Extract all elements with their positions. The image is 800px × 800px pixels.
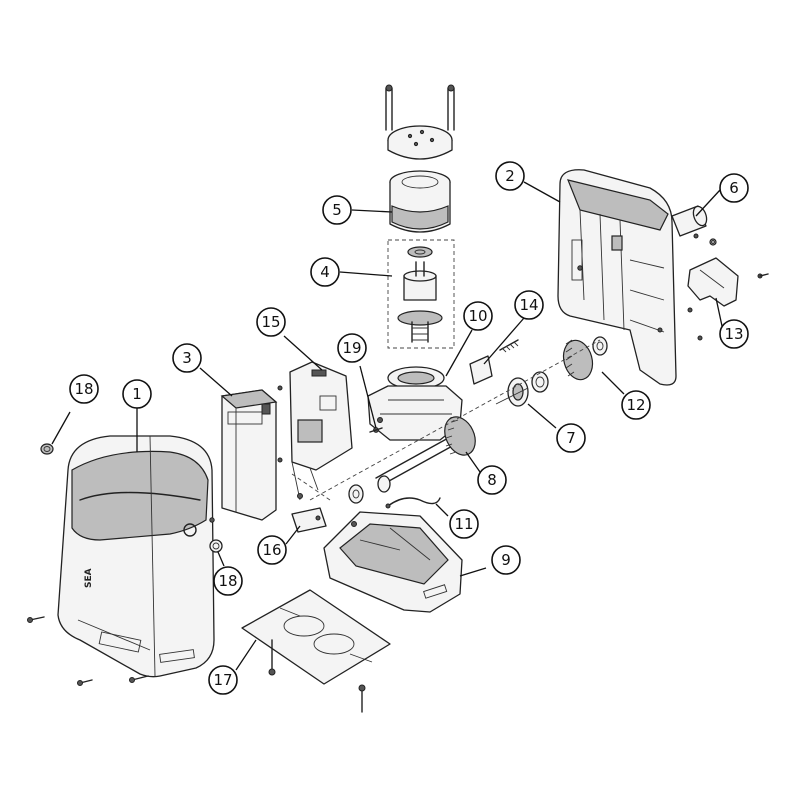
- part-15-control-board: [289, 361, 353, 501]
- callout-13: 13: [719, 319, 749, 349]
- callout-18-right: 18: [213, 566, 243, 596]
- svg-text:7: 7: [566, 429, 576, 447]
- callout-9: 9: [491, 545, 521, 575]
- part-16-plate: [291, 507, 327, 533]
- part-6-capacitor: [671, 205, 717, 246]
- callout-7: 7: [556, 423, 586, 453]
- part-12-gear: [562, 336, 608, 381]
- callout-14: 14: [514, 290, 544, 320]
- svg-text:10: 10: [468, 307, 487, 325]
- part-10-gearbox-body: [367, 366, 463, 441]
- screws-bottom-left: [27, 517, 215, 686]
- svg-text:6: 6: [729, 179, 739, 197]
- svg-text:16: 16: [262, 541, 281, 559]
- svg-text:17: 17: [213, 671, 232, 689]
- part-14-cam-spring: [469, 339, 519, 385]
- callout-10: 10: [463, 301, 493, 331]
- callout-18-left: 18: [69, 374, 99, 404]
- part-13-bracket: [687, 257, 769, 341]
- svg-text:3: 3: [182, 349, 192, 367]
- callout-6: 6: [719, 173, 749, 203]
- part-7-bearings: [495, 371, 549, 407]
- part-1-front-cover: SEA: [57, 435, 215, 678]
- callout-16: 16: [257, 535, 287, 565]
- part-11-clip: [385, 497, 441, 509]
- part-4-motor-assembly: [387, 239, 455, 349]
- part-3-electronics-box: [220, 385, 303, 521]
- svg-text:11: 11: [454, 515, 473, 533]
- part-18-grommet-left: [40, 443, 54, 455]
- callout-15: 15: [256, 307, 286, 337]
- svg-text:18: 18: [218, 572, 237, 590]
- svg-text:13: 13: [724, 325, 743, 343]
- callout-5: 5: [322, 195, 352, 225]
- callout-12: 12: [621, 390, 651, 420]
- callout-4: 4: [310, 257, 340, 287]
- callout-3: 3: [172, 343, 202, 373]
- callout-leaders: [51, 181, 723, 671]
- svg-text:1: 1: [132, 385, 142, 403]
- part-8-output-shaft: [348, 416, 476, 504]
- svg-text:12: 12: [626, 396, 645, 414]
- part-9-base-housing: [323, 511, 463, 613]
- callout-11: 11: [449, 509, 479, 539]
- callout-17: 17: [208, 665, 238, 695]
- assembly-axis-lines: [291, 339, 601, 501]
- callout-8: 8: [477, 465, 507, 495]
- motor-cap-bolts: [385, 84, 455, 160]
- svg-text:9: 9: [501, 551, 511, 569]
- callout-1: 1: [122, 379, 152, 409]
- part-2-rear-housing: [557, 169, 677, 386]
- svg-text:15: 15: [261, 313, 280, 331]
- svg-text:14: 14: [519, 296, 538, 314]
- part-17-foundation-plate: [241, 589, 391, 713]
- callout-2: 2: [495, 161, 525, 191]
- svg-text:2: 2: [505, 167, 515, 185]
- callout-19: 19: [337, 333, 367, 363]
- brand-logo: SEA: [84, 568, 94, 588]
- svg-text:8: 8: [487, 471, 497, 489]
- svg-text:5: 5: [332, 201, 342, 219]
- part-18-grommet-right: [209, 539, 223, 553]
- svg-text:19: 19: [342, 339, 361, 357]
- svg-text:18: 18: [74, 380, 93, 398]
- part-5-motor-housing: [389, 170, 451, 233]
- svg-text:4: 4: [320, 263, 330, 281]
